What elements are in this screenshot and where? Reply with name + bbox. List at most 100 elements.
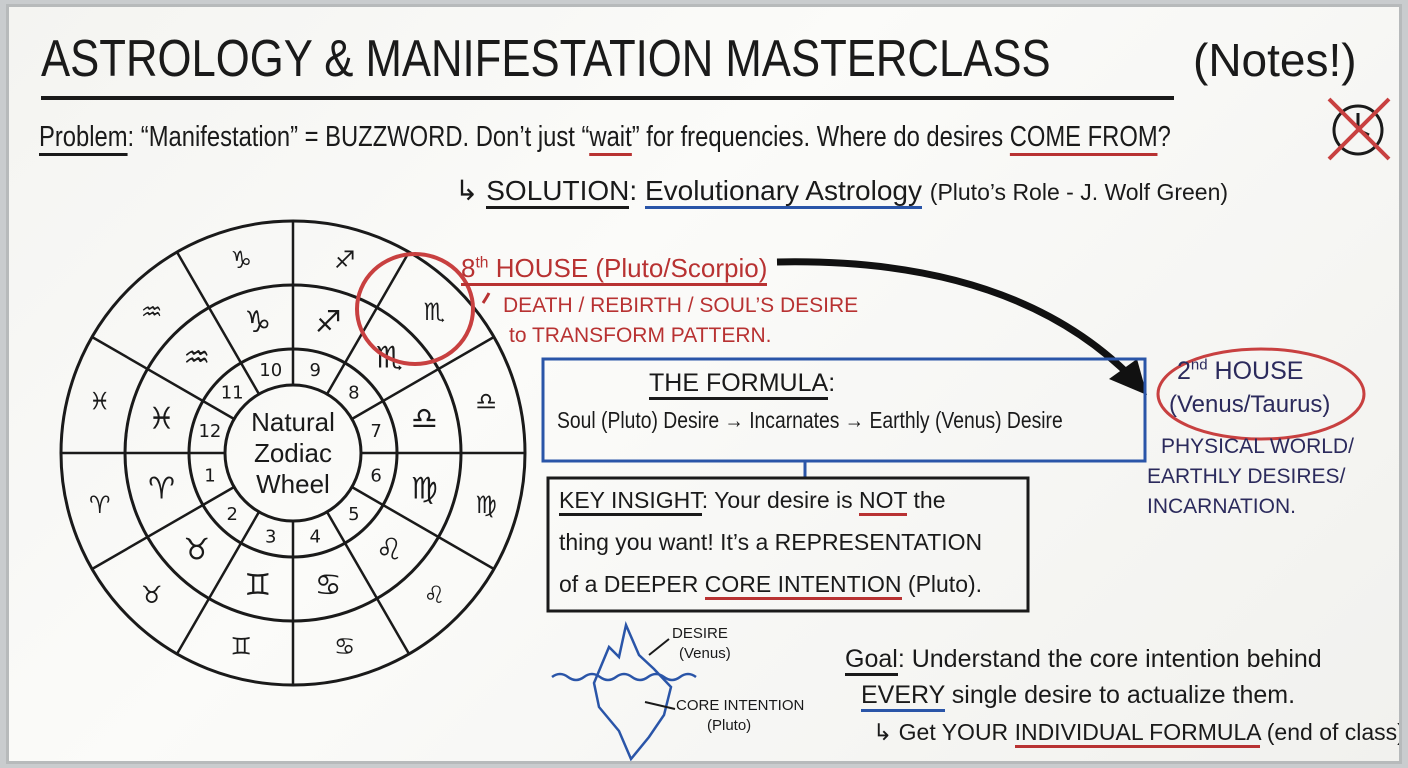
individual-formula-word: INDIVIDUAL FORMULA [1014, 719, 1261, 748]
solution-label: SOLUTION [486, 175, 630, 209]
second-house-line1: PHYSICAL WORLD/ [1161, 435, 1354, 458]
zodiac-sign-icon: ♍ [411, 472, 438, 507]
zodiac-sign-icon: ♍ [475, 491, 497, 519]
zodiac-sign-icon: ♏ [424, 298, 446, 326]
iceberg-icon [551, 620, 697, 761]
wheel-center-label: Natural [251, 407, 335, 437]
zodiac-sign-icon: ♑ [230, 246, 252, 274]
wheel-center-label: Wheel [256, 469, 330, 499]
problem-text: : “Manifestation” = BUZZWORD. Don’t just… [127, 121, 590, 153]
colon: : [629, 175, 638, 206]
problem-label: Problem [39, 121, 128, 156]
colon: : [828, 369, 836, 397]
formula-title: THE FORMULA: [649, 369, 836, 400]
eighth-house-line1: DEATH / REBIRTH / SOUL’S DESIRE [503, 294, 859, 317]
house-number-12: 12 [198, 421, 221, 442]
zodiac-sign-icon: ♎ [411, 401, 438, 436]
crossed-clock-icon [1327, 97, 1391, 161]
solution-line: ↳ SOLUTION: Evolutionary Astrology (Plut… [455, 174, 1229, 209]
house-number-4: 4 [310, 526, 321, 547]
goal-line1: Goal: Understand the core intention behi… [845, 645, 1322, 676]
zodiac-sign-icon: ♋ [315, 568, 342, 603]
zodiac-sign-icon: ♐ [315, 305, 342, 340]
second-house-highlight [1156, 347, 1366, 441]
problem-end: ? [1157, 121, 1171, 153]
second-house-line3: INCARNATION. [1147, 495, 1296, 518]
zodiac-sign-icon: ♈ [148, 472, 175, 507]
problem-line: Problem: “Manifestation” = BUZZWORD. Don… [39, 121, 1171, 156]
text: : Your desire is [701, 487, 859, 513]
text: (end of class)! [1260, 719, 1402, 745]
goal-label: Goal [845, 645, 898, 676]
text: the [907, 487, 946, 513]
second-house-sub: (Venus/Taurus) [1169, 391, 1331, 418]
wheel-center-label: Zodiac [254, 438, 332, 468]
house-divider [91, 485, 235, 571]
zodiac-sign-icon: ♑ [244, 305, 271, 340]
key-insight-box [546, 476, 1030, 613]
house-number: 8 [461, 253, 476, 283]
iceberg-desire-label: DESIRE [672, 625, 728, 642]
zodiac-sign-icon: ♓ [89, 388, 111, 416]
arrow-icon: ↳ [455, 175, 479, 206]
zodiac-sign-icon: ♉ [141, 581, 163, 609]
text: ↳ Get YOUR [873, 719, 1015, 745]
formula-box [541, 357, 1147, 463]
house-number-2: 2 [226, 504, 237, 525]
house-number-8: 8 [348, 382, 359, 403]
house-number-6: 6 [370, 466, 381, 487]
eighth-house-highlight [355, 252, 475, 366]
ordinal: nd [1190, 356, 1208, 374]
transform-arrow [776, 258, 1142, 388]
house-number-3: 3 [265, 526, 276, 547]
zodiac-sign-icon: ♋ [334, 633, 356, 661]
house-title: HOUSE (Pluto/Scorpio) [495, 253, 768, 283]
drawing-layer: 1♈♈2♉♉3♊♊4♋♋5♌♌6♍♍7♎♎8♏♏9♐♐10♑♑11♒♒12♓♓N… [41, 96, 1391, 761]
every-word: EVERY [861, 681, 945, 712]
zodiac-sign-icon: ♓ [148, 401, 175, 436]
key-insight-line2: thing you want! It’s a REPRESENTATION [559, 529, 983, 555]
house-divider [351, 485, 495, 571]
house-number: 2 [1177, 357, 1191, 385]
iceberg-core-sub: (Pluto) [707, 717, 752, 734]
text: single desire to actualize them. [944, 681, 1296, 709]
zodiac-sign-icon: ♎ [475, 388, 497, 416]
text: (Pluto). [901, 571, 983, 597]
zodiac-sign-icon: ♈ [89, 491, 111, 519]
house-number-7: 7 [370, 421, 381, 442]
house-divider [325, 251, 411, 395]
zodiac-sign-icon: ♒ [141, 298, 163, 326]
problem-text-2: ” for frequencies. Where do desires [631, 121, 1010, 153]
goal-line3: ↳ Get YOUR INDIVIDUAL FORMULA (end of cl… [873, 719, 1402, 748]
zodiac-sign-icon: ♒ [183, 340, 210, 375]
ordinal: th [475, 254, 489, 272]
key-insight-line3: of a DEEPER CORE INTENTION (Pluto). [559, 571, 983, 600]
title-note: (Notes!) [1193, 34, 1357, 86]
house-divider [325, 511, 411, 655]
solution-note: (Pluto’s Role - J. Wolf Green) [929, 179, 1229, 205]
come-from-word: COME FROM [1009, 121, 1158, 156]
eighth-house-line2: to TRANSFORM PATTERN. [509, 324, 772, 347]
second-house-title: 2nd HOUSE [1177, 357, 1303, 386]
text: of a DEEPER [559, 571, 705, 597]
wait-word: wait [589, 121, 632, 156]
zodiac-sign-icon: ♌ [376, 533, 403, 568]
zodiac-wheel: 1♈♈2♉♉3♊♊4♋♋5♌♌6♍♍7♎♎8♏♏9♐♐10♑♑11♒♒12♓♓N… [59, 219, 527, 687]
iceberg-core-label: CORE INTENTION [676, 697, 805, 714]
formula-text: Soul (Pluto) Desire → Incarnates → Earth… [557, 407, 1063, 433]
solution-main: Evolutionary Astrology [644, 175, 922, 209]
house-title: HOUSE [1214, 357, 1304, 385]
whiteboard: 1♈♈2♉♉3♊♊4♋♋5♌♌6♍♍7♎♎8♏♏9♐♐10♑♑11♒♒12♓♓N… [6, 4, 1402, 764]
key-insight-line1: KEY INSIGHT: Your desire is NOT the [559, 487, 946, 516]
house-divider [351, 335, 495, 421]
page-title: ASTROLOGY & MANIFESTATION MASTERCLASS [41, 30, 1051, 88]
house-divider [91, 335, 235, 421]
not-word: NOT [859, 487, 908, 516]
text: : Understand the core intention behind [897, 645, 1322, 673]
arrow-head-icon [1109, 359, 1147, 395]
formula-title-text: THE FORMULA [649, 369, 829, 400]
eighth-house-title: 8th HOUSE (Pluto/Scorpio) [461, 253, 768, 286]
key-insight-label: KEY INSIGHT [559, 487, 702, 516]
house-number-9: 9 [310, 360, 321, 381]
house-number-5: 5 [348, 504, 359, 525]
